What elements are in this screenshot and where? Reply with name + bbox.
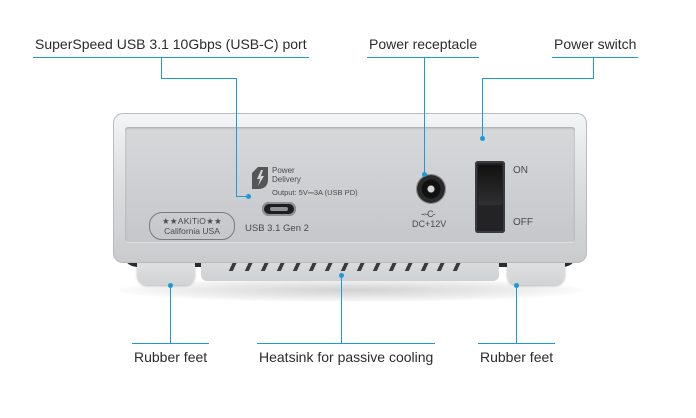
dc-voltage-label: DC+12V <box>412 219 447 229</box>
rubber-feet-right-callout: Rubber feet <box>478 343 556 365</box>
usb-leader-line <box>161 58 162 78</box>
rubber-feet-right-leader-line <box>516 286 517 343</box>
callout-underline <box>33 57 309 58</box>
rubber-feet-right-callout-label: Rubber feet <box>480 349 554 365</box>
dc-power-jack[interactable] <box>417 175 445 203</box>
power-switch-callout: Power switch <box>552 36 639 58</box>
power-switch-leader-dot <box>480 136 485 141</box>
brand-name: ★★AKiTiO★★ <box>161 216 223 226</box>
enclosure-shell: ★★AKiTiO★★ California USA Power Delivery… <box>113 113 587 263</box>
power-delivery-output: Output: 5V⎓3A (USB PD) <box>272 188 358 197</box>
rubber-feet-right-leader-dot <box>514 283 519 288</box>
power-switch-rocker <box>478 165 502 205</box>
power-receptacle-callout-label: Power receptacle <box>369 36 478 52</box>
dc-polarity-symbol: -◦-C- <box>421 209 436 219</box>
power-delivery-title: Power Delivery <box>272 166 301 184</box>
heatsink-leader-dot <box>339 273 344 278</box>
heatsink-callout: Heatsink for passive cooling <box>257 343 436 365</box>
brand-badge: ★★AKiTiO★★ California USA <box>149 212 235 240</box>
callout-underline <box>132 343 210 344</box>
usb-port-callout-label: SuperSpeed USB 3.1 10Gbps (USB-C) port <box>35 36 307 52</box>
usb-c-port[interactable] <box>262 202 296 216</box>
rear-faceplate: ★★AKiTiO★★ California USA Power Delivery… <box>125 127 575 243</box>
usb-port-label: USB 3.1 Gen 2 <box>245 223 309 234</box>
power-switch-callout-label: Power switch <box>554 36 637 52</box>
power-switch-leader-line <box>593 58 594 78</box>
power-switch-leader-line <box>482 78 483 138</box>
rubber-feet-left-leader-dot <box>168 283 173 288</box>
switch-on-label: ON <box>513 165 528 176</box>
rubber-feet-left-leader-line <box>170 286 171 343</box>
heatsink-callout-label: Heatsink for passive cooling <box>259 349 434 365</box>
brand-location: California USA <box>164 226 220 236</box>
power-switch-leader-line <box>482 78 594 79</box>
power-switch[interactable] <box>475 161 505 233</box>
power-receptacle-leader-dot <box>422 172 427 177</box>
device-shadow <box>118 278 584 302</box>
callout-underline <box>552 57 639 58</box>
power-receptacle-leader-line <box>424 58 425 176</box>
usb-leader-line <box>236 78 237 196</box>
power-delivery-title-line: Delivery <box>272 175 301 184</box>
usb-leader-line <box>161 78 236 79</box>
power-receptacle-callout: Power receptacle <box>367 36 480 58</box>
callout-underline <box>478 343 556 344</box>
switch-off-label: OFF <box>513 217 533 228</box>
power-delivery-title-line: Power <box>272 166 295 175</box>
usb-leader-dot <box>246 194 251 199</box>
rubber-feet-left-callout: Rubber feet <box>132 343 210 365</box>
usb-leader-line <box>236 196 248 197</box>
enclosure-rear-view: ★★AKiTiO★★ California USA Power Delivery… <box>113 113 587 288</box>
rubber-feet-left-callout-label: Rubber feet <box>134 349 208 365</box>
power-delivery-icon <box>252 167 268 189</box>
callout-underline <box>367 57 480 58</box>
callout-underline <box>257 343 436 344</box>
usb-port-callout: SuperSpeed USB 3.1 10Gbps (USB-C) port <box>33 36 309 58</box>
heatsink-leader-line <box>341 276 342 343</box>
